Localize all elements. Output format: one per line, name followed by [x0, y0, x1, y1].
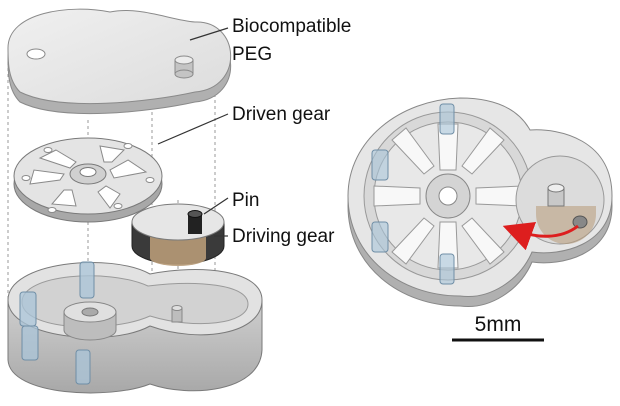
pin	[187, 210, 203, 234]
leader-lines	[157, 27, 229, 237]
label-pin: Pin	[232, 190, 259, 211]
peg-cover	[7, 8, 232, 115]
scale-bar-label: 5mm	[475, 313, 522, 336]
label-biocompatible: Biocompatible	[232, 16, 351, 37]
driven-gear	[13, 137, 163, 223]
label-driving-gear: Driving gear	[232, 226, 335, 247]
assembled-pin	[547, 183, 565, 207]
cover-pin	[174, 55, 194, 79]
cover-hole	[26, 48, 46, 60]
rotation-arrow	[502, 222, 579, 251]
driving-gear	[131, 203, 225, 266]
assembled-device	[347, 97, 613, 307]
magnets	[19, 261, 95, 385]
label-driven-gear: Driven gear	[232, 104, 331, 125]
base-housing	[7, 261, 263, 394]
label-peg: PEG	[232, 44, 272, 65]
